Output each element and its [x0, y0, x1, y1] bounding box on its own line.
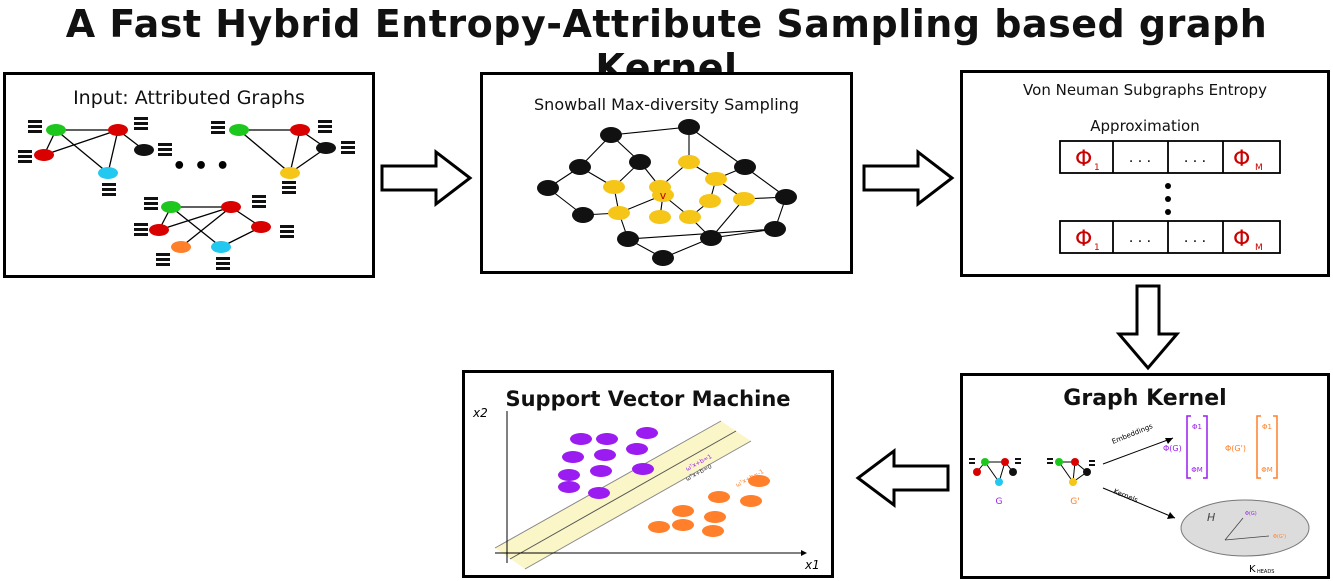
arrow-entropy-to-kernel: [1115, 284, 1181, 371]
entropy-vertical-dots: [1165, 183, 1171, 215]
entropy-vector-bottom: [1059, 220, 1281, 254]
arrow-sampling-to-entropy: [862, 148, 955, 208]
svg-text:. . .: . . .: [1129, 150, 1151, 166]
input-graph-1: [43, 129, 145, 174]
svg-text:Kernels: Kernels: [1112, 487, 1139, 504]
svg-text:. . .: . . .: [1184, 150, 1206, 166]
input-graphs: • • •: [18, 117, 355, 270]
arrow-input-to-sampling: [380, 148, 473, 208]
svg-text:Φ1: Φ1: [1262, 423, 1272, 431]
entropy-vector-top: [1059, 140, 1281, 174]
svg-text:. . .: . . .: [1184, 230, 1206, 246]
attribute-bars: [18, 117, 355, 270]
svg-text:H: H: [1207, 511, 1215, 524]
node-red: [34, 149, 54, 161]
svg-text:Φ(G'): Φ(G'): [1225, 444, 1246, 453]
sampling-panel: Snowball Max-diversity Sampling: [480, 72, 853, 274]
svg-text:G': G': [1070, 497, 1079, 507]
svg-text:M: M: [1255, 163, 1263, 173]
entropy-title-line1: Von Neuman Subgraphs Entropy: [1023, 81, 1267, 99]
kernel-illustration: G G' Embeddings Kernels Φ(G) Φ1: [969, 415, 1310, 575]
graphs-ellipsis: • • •: [172, 154, 230, 179]
svg-text:HEADS: HEADS: [1257, 569, 1274, 575]
svg-text:ΦM: ΦM: [1191, 466, 1203, 474]
node-green: [46, 124, 66, 136]
svg-text:K: K: [1249, 564, 1256, 575]
svg-text:M: M: [1255, 243, 1263, 253]
entropy-panel: Von Neuman Subgraphs Entropy Approximati…: [960, 70, 1330, 277]
svg-text:Embeddings: Embeddings: [1111, 422, 1155, 446]
svg-text:G: G: [996, 497, 1003, 507]
input-panel-title: Input: Attributed Graphs: [73, 87, 305, 109]
svg-text:Φ(G'): Φ(G'): [1273, 534, 1286, 540]
node-cyan: [98, 167, 118, 179]
input-graph-3: [158, 206, 262, 248]
svg-text:Φ: Φ: [1233, 147, 1250, 172]
svg-text:. . .: . . .: [1129, 230, 1151, 246]
entropy-title-line2: Approximation: [1090, 117, 1200, 135]
node-red: [108, 124, 128, 136]
svg-text:x1: x1: [804, 558, 820, 572]
input-panel: Input: Attributed Graphs: [3, 72, 375, 278]
svg-text:Φ(G): Φ(G): [1245, 511, 1257, 517]
kernel-panel: Graph Kernel G G': [960, 373, 1330, 579]
svg-text:Φ1: Φ1: [1192, 423, 1202, 431]
svm-panel: Support Vector Machine x2 x1 ωᵀx+b=1 ωᵀx…: [462, 370, 834, 578]
node-black: [134, 144, 154, 156]
input-graph-2: [238, 129, 327, 174]
entropy-vectors: Φ 1 Φ M Φ 1 Φ M . . . . . . . . . . . .: [1059, 140, 1281, 254]
svg-text:Φ: Φ: [1075, 147, 1092, 172]
arrow-kernel-to-svm: [855, 448, 950, 508]
center-node-label: v: [660, 189, 667, 202]
svg-text:1: 1: [1094, 243, 1100, 253]
svg-text:Φ(G): Φ(G): [1163, 444, 1182, 453]
hilbert-space: [1180, 499, 1310, 557]
svm-panel-title: Support Vector Machine: [505, 387, 791, 411]
svm-plot: x2 x1 ωᵀx+b=1 ωᵀx+b=0 ωᵀx+b=-1: [472, 406, 820, 572]
svg-text:Φ: Φ: [1075, 227, 1092, 252]
svg-text:x2: x2: [472, 406, 488, 420]
sampling-panel-title: Snowball Max-diversity Sampling: [534, 95, 799, 114]
svg-text:1: 1: [1094, 163, 1100, 173]
svg-text:Φ: Φ: [1233, 227, 1250, 252]
diagram-title: A Fast Hybrid Entropy-Attribute Sampling…: [65, 2, 1268, 90]
kernel-panel-title: Graph Kernel: [1063, 386, 1227, 411]
sampling-graph: v: [537, 119, 797, 266]
svg-text:ΦM: ΦM: [1261, 466, 1273, 474]
